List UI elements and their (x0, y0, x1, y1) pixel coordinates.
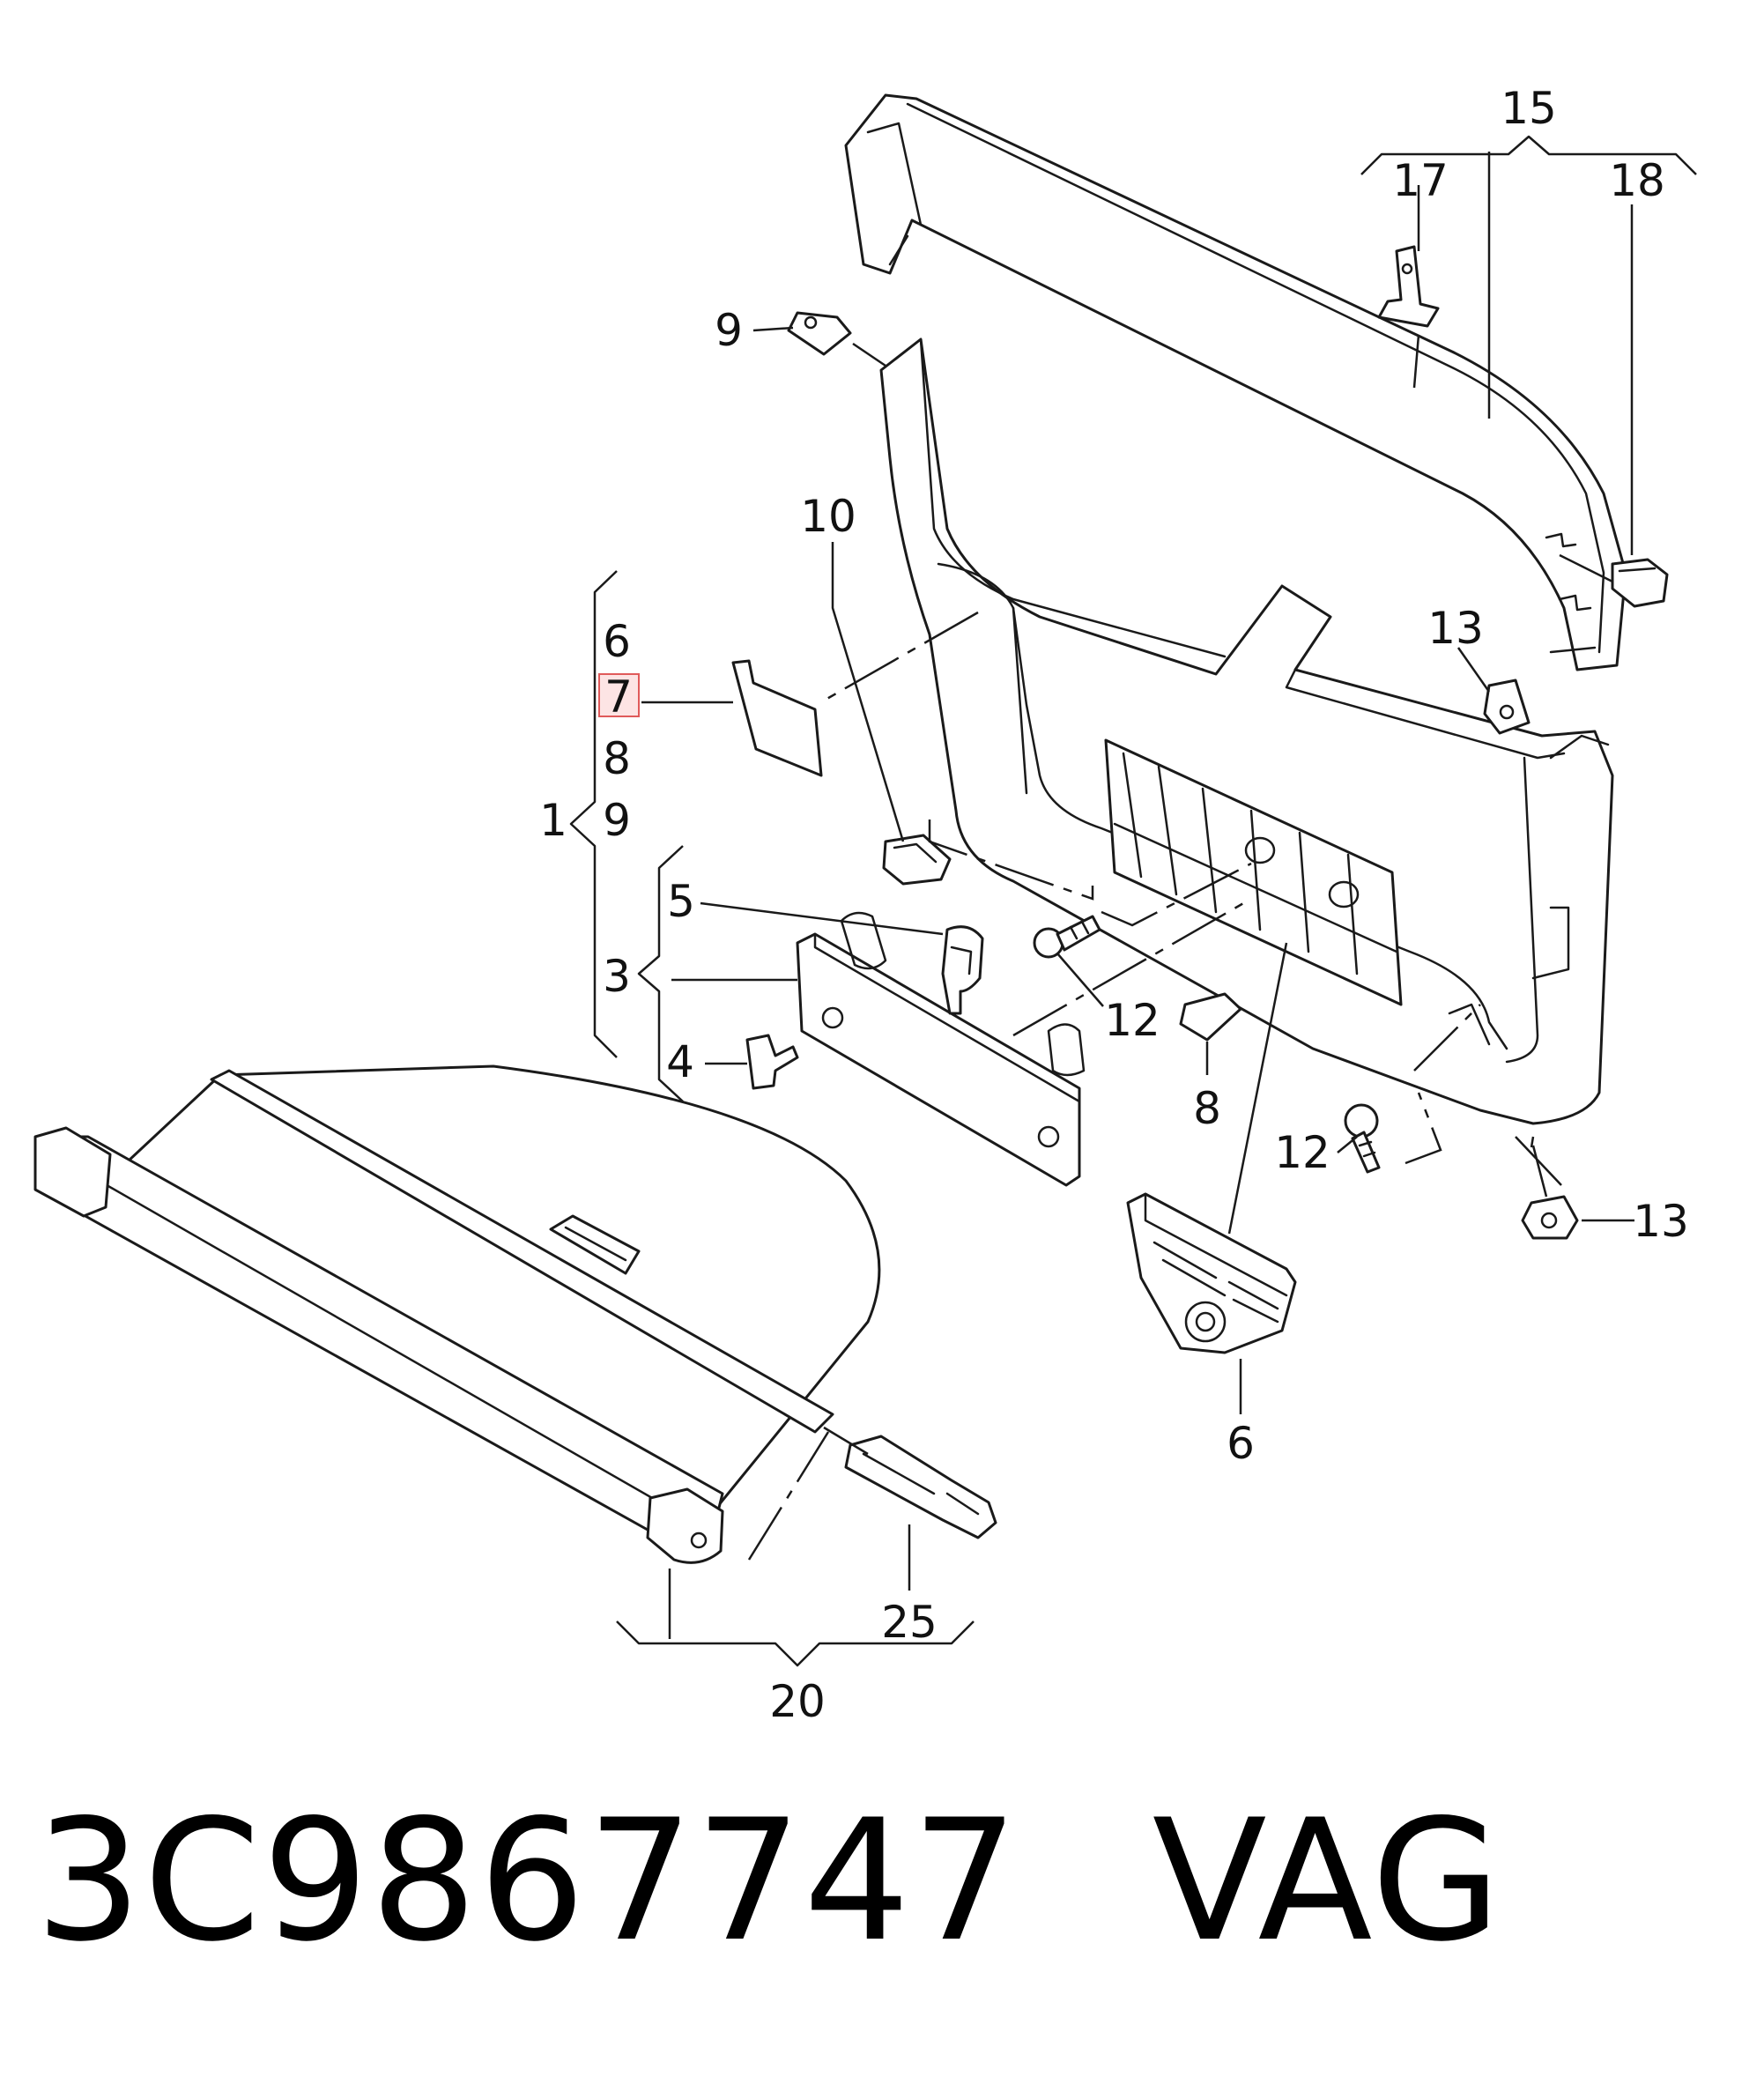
label-4: 4 (666, 1036, 694, 1087)
label-15: 15 (1501, 83, 1557, 134)
part-5-clip (941, 925, 984, 1015)
label-8-group: 8 (603, 733, 631, 784)
part-6-bracket (1126, 1192, 1297, 1354)
part-7-cover-cap (731, 659, 823, 777)
label-8-lower: 8 (1193, 1083, 1221, 1134)
label-13-upper: 13 (1427, 603, 1484, 654)
label-12-lower: 12 (1274, 1127, 1330, 1178)
label-20: 20 (769, 1676, 826, 1727)
label-9-upper: 9 (715, 305, 743, 356)
label-10: 10 (800, 491, 856, 542)
label-6-lower: 6 (1227, 1418, 1255, 1469)
label-9-group: 9 (603, 795, 631, 846)
part-12-upper-screw (1033, 915, 1101, 959)
part-4-fastener (745, 1034, 799, 1090)
upper-trim-frame (844, 93, 1627, 671)
assembly-dash-lines (747, 611, 1481, 1561)
leader-lines (641, 152, 1634, 1639)
label-17: 17 (1392, 155, 1449, 206)
part-17-clip (1377, 245, 1440, 328)
label-1: 1 (539, 795, 567, 846)
label-25: 25 (881, 1597, 938, 1648)
part-13-upper-clip-nut (1483, 679, 1531, 735)
part-number: 3C9867747 (35, 1784, 1020, 1978)
label-3: 3 (603, 951, 631, 1002)
brand-name: VAG (1152, 1784, 1503, 1978)
part-20-luggage-cover (33, 1064, 997, 1564)
callout-labels: 15 17 18 9 10 13 6 7 8 1 9 5 3 4 12 8 12… (539, 83, 1689, 1727)
part-8-lower-clip (1179, 992, 1242, 1042)
grouping-braces (569, 135, 1697, 1667)
part-3-plate (796, 911, 1086, 1187)
label-18: 18 (1609, 155, 1665, 206)
footer-caption: 3C9867747 VAG (35, 1798, 1502, 1965)
label-5: 5 (667, 876, 695, 927)
label-12-upper: 12 (1104, 995, 1160, 1046)
lower-trim-panel (879, 337, 1614, 1125)
highlight-box-7 (598, 673, 640, 717)
part-9-upper-clip (787, 311, 852, 356)
part-18-clip (1611, 558, 1669, 608)
part-10-hook (882, 834, 952, 886)
part-12-lower-screw (1344, 1103, 1381, 1174)
label-13-lower: 13 (1633, 1196, 1689, 1247)
label-7-highlighted: 7 (604, 671, 633, 723)
part-13-lower-clip-nut (1521, 1195, 1579, 1240)
label-6-group: 6 (603, 616, 631, 667)
